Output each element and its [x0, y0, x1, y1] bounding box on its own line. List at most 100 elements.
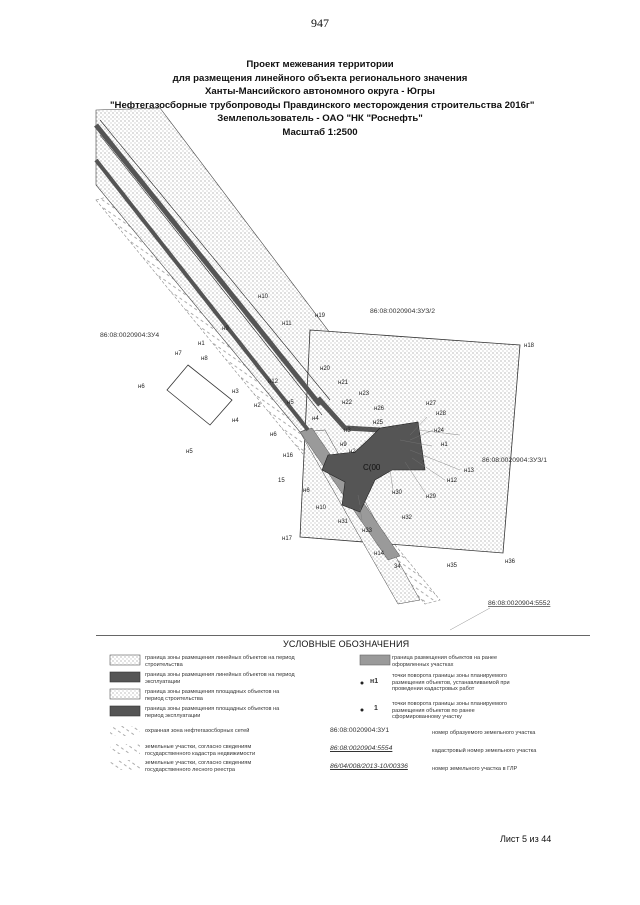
legend-text-planned-points: точки поворота границы зоны планируемого… [392, 673, 510, 693]
title-line-4: "Нефтегазосборные трубопроводы Правдинск… [110, 99, 535, 111]
legend-text-previous-points: точки поворота границы зоны планируемого… [392, 701, 507, 721]
point-n9: н9 [222, 326, 229, 332]
pipeline-edge-2 [99, 134, 323, 416]
legend-marker-previous-point [360, 708, 364, 712]
point-n5b: н5 [186, 449, 193, 455]
legend-text-linear-construction: граница зоны размещения линейных объекто… [145, 655, 295, 668]
point-n24: н24 [434, 428, 445, 434]
legend-swatch-forest-parcels [110, 760, 140, 770]
legend-swatch-linear-operation [109, 671, 141, 683]
point-n6c: н6 [303, 488, 310, 494]
point-n7: н7 [175, 351, 182, 357]
legend-code-formed-parcel: 86:08:0020904:3У1 [330, 727, 390, 734]
point-n5: н5 [287, 400, 294, 406]
point-n3b: н3 [344, 428, 351, 434]
legend-text-linear-operation: граница зоны размещения линейных объекто… [145, 672, 295, 685]
point-n27: н27 [426, 401, 437, 407]
sheet-number: Лист 5 из 44 [500, 834, 552, 844]
point-n2b: н2 [349, 449, 356, 455]
point-n19: н19 [315, 313, 326, 319]
parcel-zu4-area [166, 364, 233, 426]
legend-title: УСЛОВНЫЕ ОБОЗНАЧЕНИЯ [283, 639, 410, 649]
point-n26: н26 [374, 406, 385, 412]
legend-separator [96, 635, 590, 636]
legend-text-forest-parcels: земельные участки, согласно сведениям го… [145, 760, 252, 773]
point-n8: н8 [201, 356, 208, 362]
legend-marker-n1-label: н1 [370, 678, 379, 685]
point-n23: н23 [359, 391, 370, 397]
parcel-zu3-1-label: 86:08:0020904:3УЗ/1 [482, 457, 547, 464]
point-n20: н20 [320, 366, 331, 372]
point-n11: н11 [282, 321, 292, 327]
point-n31: н31 [338, 519, 349, 525]
pipeline-operation-1 [94, 123, 322, 407]
point-n30: н30 [392, 490, 403, 496]
legend-text-protected-zone: охранная зона нефтегазосборных сетей [145, 728, 250, 734]
point-n10b: н10 [316, 505, 327, 511]
legend-swatch-protected-zone [110, 726, 140, 736]
zone-code-label: С(00 [363, 463, 381, 472]
point-n6: н6 [138, 384, 145, 390]
point-n18: н18 [524, 343, 535, 349]
point-n1: н1 [198, 341, 205, 347]
legend-desc-formed-parcel: номер образуемого земельного участка [432, 730, 536, 736]
well-pad-operation [321, 421, 426, 513]
point-labels: н10 н11 н19 н9 н1 н7 н8 н6 н3 н12 н2 н5 … [138, 294, 535, 570]
point-n4: н4 [232, 418, 239, 424]
cadastral-leader [449, 607, 491, 631]
legend-code-cadastral-number: 86:08:0020904:5554 [330, 745, 393, 752]
title-line-3: Ханты-Мансийского автономного округа - Ю… [205, 86, 435, 97]
legend-swatch-previous-parcels [359, 654, 391, 666]
point-n36: н36 [505, 559, 516, 565]
pipeline-to-pad [316, 396, 381, 433]
point-n35: н35 [447, 563, 458, 569]
legend-desc-forest-number: номер земельного участка в ГЛР [432, 766, 518, 772]
legend-code-forest-number: 86/04/008/2013-10/00336 [330, 763, 408, 770]
point-n21: н21 [338, 380, 349, 386]
point-n14: н14 [374, 551, 385, 557]
point-n2: н2 [254, 403, 261, 409]
point-n9b: н9 [340, 442, 347, 448]
point-n10: н10 [258, 294, 269, 300]
legend-text-previous-parcels: граница размещения объектов на ранее офо… [392, 655, 498, 668]
title-line-2: для размещения линейного объекта региона… [172, 72, 468, 84]
cadastral-5552-label: 86:08:0020904:5552 [488, 600, 551, 607]
point-n22: н22 [342, 400, 353, 406]
point-n3: н3 [232, 389, 239, 395]
legend-swatch-area-operation [109, 705, 141, 717]
point-n17: н17 [282, 536, 293, 542]
title-line-5: Землепользователь - ОАО "НК "Роснефть" [217, 113, 423, 124]
point-n33: н33 [362, 528, 373, 534]
title-line-1: Проект межевания территории [246, 59, 394, 70]
point-n12: н12 [268, 379, 279, 385]
parcel-zu4-label: 86:08:0020904:3У4 [100, 332, 159, 339]
point-n29: н29 [426, 494, 437, 500]
legend-text-area-operation: граница зоны размещения площадных объект… [145, 706, 280, 719]
legend-swatch-linear-construction [109, 654, 141, 666]
title-line-6: Масштаб 1:2500 [282, 126, 358, 138]
point-n13: н13 [464, 468, 475, 474]
parcel-zu3-2-label: 86:08:0020904:3УЗ/2 [370, 308, 435, 315]
legend-swatch-cadastre-parcels [110, 744, 140, 754]
point-n1b: н1 [441, 442, 448, 448]
point-34: 34 [394, 564, 401, 570]
point-n12b: н12 [447, 478, 458, 484]
point-n32: н32 [402, 515, 413, 521]
legend-marker-planned-point [360, 681, 364, 685]
legend-text-cadastre-parcels: земельные участки, согласно сведениям го… [145, 744, 256, 757]
legend-desc-cadastral-number: кадастровый номер земельного участка [432, 748, 537, 754]
point-n25: н25 [373, 420, 384, 426]
pipeline-edge-1 [99, 119, 331, 401]
point-n16: н16 [283, 453, 294, 459]
legend-swatch-area-construction [109, 688, 141, 700]
point-leaders [357, 416, 461, 521]
pipeline-operation-2 [94, 158, 310, 432]
point-n28: н28 [436, 411, 447, 417]
legend-text-area-construction: граница зоны размещения площадных объект… [145, 689, 280, 702]
point-15: 15 [278, 478, 285, 484]
page-number: 947 [311, 16, 329, 30]
point-n4b: н4 [312, 416, 319, 422]
legend-marker-1-label: 1 [374, 705, 378, 712]
point-n6b: н6 [270, 432, 277, 438]
